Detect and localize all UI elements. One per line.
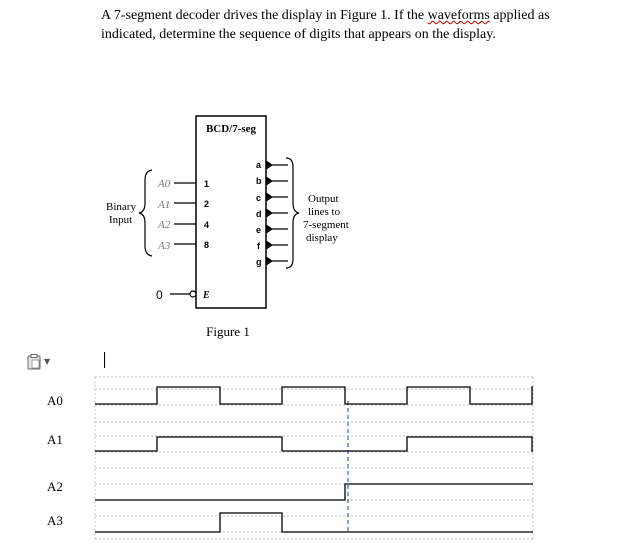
- enable-value: 0: [156, 288, 163, 302]
- waveform-a0: [95, 386, 533, 405]
- waveform-traces: [95, 386, 533, 533]
- question-line-1: A 7-segment decoder drives the display i…: [101, 6, 601, 25]
- paste-icon[interactable]: [27, 354, 41, 370]
- question-text: A 7-segment decoder drives the display i…: [101, 6, 601, 44]
- weight-2: 2: [204, 199, 209, 209]
- input-label-a0: A0: [157, 178, 171, 190]
- spelling-flagged-word[interactable]: waveforms: [427, 8, 490, 23]
- enable-bubble: [189, 290, 197, 298]
- input-lines: [174, 182, 196, 245]
- weight-8: 8: [204, 240, 209, 250]
- wave-label-a3: A3: [47, 513, 63, 528]
- output-label-3: 7-segment: [303, 219, 349, 231]
- output-pins: a b c d e f g: [256, 159, 288, 267]
- binary-label-2: Input: [109, 214, 132, 226]
- output-b: b: [256, 176, 262, 186]
- question-line-1-start: A 7-segment decoder drives the display i…: [101, 8, 428, 23]
- input-label-a2: A2: [157, 219, 171, 231]
- waveform-a2: [95, 483, 533, 501]
- output-c: c: [256, 193, 261, 203]
- question-line-1-end: applied as: [489, 8, 550, 23]
- question-line-2: indicated, determine the sequence of dig…: [101, 27, 496, 42]
- text-cursor: [104, 352, 105, 368]
- wave-label-a2: A2: [47, 479, 63, 494]
- output-label-1: Output: [308, 193, 339, 205]
- timing-grid: [94, 376, 534, 540]
- output-d: d: [256, 209, 262, 219]
- output-label-2: lines to: [308, 206, 341, 218]
- weight-1: 1: [204, 179, 209, 189]
- waveform-a3: [95, 512, 533, 533]
- output-brace: [285, 157, 300, 269]
- output-f: f: [257, 241, 261, 251]
- output-a: a: [256, 160, 262, 170]
- output-g: g: [256, 257, 262, 267]
- input-label-a1: A1: [157, 199, 170, 211]
- chevron-down-icon[interactable]: ▼: [44, 357, 51, 366]
- enable-label: E: [202, 290, 210, 301]
- output-e: e: [256, 225, 261, 235]
- figure-caption: Figure 1: [206, 324, 250, 339]
- input-label-a3: A3: [157, 240, 171, 252]
- waveform-a1: [95, 436, 533, 452]
- weight-4: 4: [204, 220, 209, 230]
- wave-label-a0: A0: [47, 393, 63, 408]
- output-label-4: display: [306, 232, 338, 244]
- binary-label-1: Binary: [106, 201, 136, 213]
- decoder-title: BCD/7-seg: [206, 123, 257, 135]
- wave-label-a1: A1: [47, 432, 63, 447]
- input-brace: [138, 169, 153, 257]
